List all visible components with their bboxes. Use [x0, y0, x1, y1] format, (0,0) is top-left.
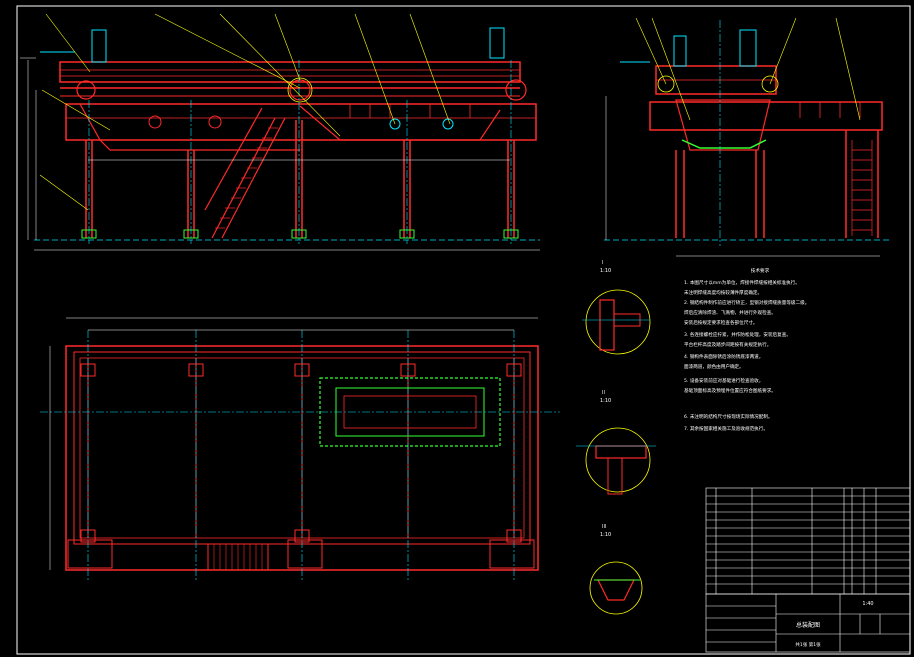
detail-i-label: I [602, 260, 603, 266]
note-line: 2. 钢结构件制作前应进行矫正，型钢对接焊缝质量等级二级。 [684, 299, 809, 306]
plan-view[interactable] [40, 317, 560, 580]
note-line: 平台栏杆高度及踏步间距按有关规定执行。 [684, 341, 771, 348]
note-line: 3. 各连接螺栓应拧紧，并作防松处理，安装后复查。 [684, 331, 791, 338]
technical-notes: 技术要求 1. 本图尺寸以mm为单位，焊接件焊缝按相关标准执行。 未注明焊缝高度… [684, 267, 809, 432]
parts-list-table[interactable] [705, 487, 911, 595]
notes-title: 技术要求 [751, 267, 770, 274]
detail-iii-scale: 1:10 [600, 532, 611, 538]
note-line: 7. 其余按国家相关施工及验收规范执行。 [684, 425, 768, 432]
sheet-border [16, 5, 911, 655]
note-line: 未注明焊缝高度均按较薄件厚度确定。 [684, 289, 762, 296]
drawing-title: 总装配图 [796, 621, 820, 629]
note-line: 1. 本图尺寸以mm为单位，焊接件焊缝按相关标准执行。 [684, 279, 800, 286]
detail-ii-scale: 1:10 [600, 398, 611, 404]
note-line: 面漆两道，颜色由用户确定。 [684, 363, 744, 370]
note-line: 焊后应清除焊渣、飞溅物，并进行外观检查。 [684, 309, 776, 316]
detail-ii[interactable]: II 1:10 [576, 390, 656, 495]
front-elevation-view[interactable] [20, 13, 540, 251]
note-line: 安装后按规定要求检查各部位尺寸。 [684, 319, 758, 326]
note-line: 基础顶面标高及预埋件位置应符合图纸要求。 [684, 387, 776, 394]
title-block[interactable]: 总装配图 1:40 共1张 第1张 [705, 593, 911, 653]
note-line: 5. 设备安装前应对基础进行检查验收， [684, 377, 763, 384]
detail-i-scale: 1:10 [600, 268, 611, 274]
detail-ii-label: II [602, 390, 605, 396]
note-line: 4. 钢构件表面除锈后涂防锈底漆两道， [684, 353, 763, 360]
drawing-scale: 1:40 [862, 601, 873, 607]
detail-i[interactable]: I 1:10 [582, 260, 651, 355]
side-elevation-view[interactable] [604, 17, 890, 257]
detail-iii-label: III [602, 524, 606, 530]
note-line: 6. 未注明的结构尺寸按现场实际情况配制。 [684, 413, 773, 420]
sheet-count: 共1张 第1张 [795, 641, 821, 648]
detail-iii[interactable]: III 1:10 [589, 524, 643, 615]
